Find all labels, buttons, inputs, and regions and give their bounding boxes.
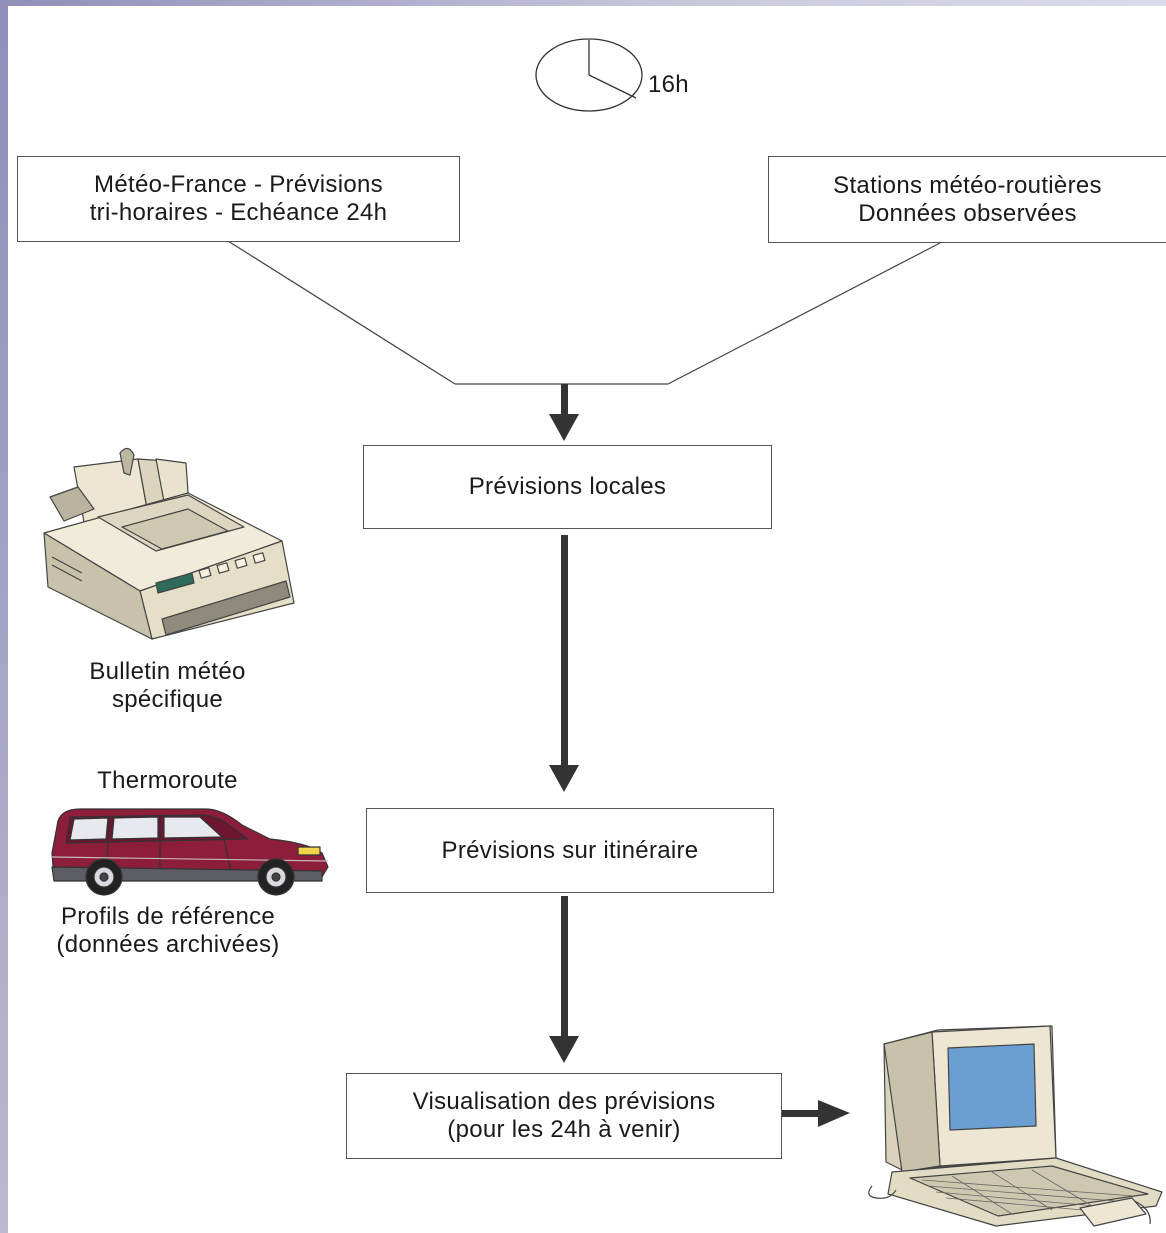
route-forecast-box: Prévisions sur itinéraire xyxy=(366,808,774,893)
stations-line2: Données observées xyxy=(858,199,1077,227)
connector-stations xyxy=(667,242,941,385)
stations-line1: Stations météo-routières xyxy=(833,171,1102,199)
meteo-france-box: Météo-France - Prévisions tri-horaires -… xyxy=(17,156,460,242)
connector-meteo-france xyxy=(227,240,456,385)
car-icon xyxy=(51,808,329,896)
arrow-to-local-forecast xyxy=(549,384,579,441)
top-frame-border xyxy=(0,0,1166,6)
local-forecast-box: Prévisions locales xyxy=(363,445,772,529)
bulletin-caption: Bulletin météo spécifique xyxy=(40,658,295,714)
clock-icon xyxy=(535,38,643,112)
thermoroute-line2: (données archivées) xyxy=(56,931,280,958)
arrow-to-computer xyxy=(782,1100,850,1127)
left-frame-border xyxy=(0,0,8,1233)
visualisation-line1: Visualisation des prévisions xyxy=(412,1088,716,1115)
bulletin-line1: Bulletin météo xyxy=(89,658,246,685)
arrow-to-route-forecast xyxy=(549,535,579,792)
thermoroute-title: Thermoroute xyxy=(97,767,238,794)
stations-box: Stations météo-routières Données observé… xyxy=(768,156,1166,243)
arrow-to-visualisation xyxy=(549,896,579,1063)
clock-time-label: 16h xyxy=(648,71,689,98)
thermoroute-line1: Profils de référence xyxy=(60,903,276,930)
meteo-france-line2: tri-horaires - Echéance 24h xyxy=(89,199,388,226)
meteo-france-line1: Météo-France - Prévisions xyxy=(94,171,383,198)
thermoroute-caption: Profils de référence (données archivées) xyxy=(18,903,318,959)
local-forecast-label: Prévisions locales xyxy=(468,473,667,500)
computer-icon xyxy=(868,1025,1163,1227)
printer-icon xyxy=(43,447,295,640)
route-forecast-label: Prévisions sur itinéraire xyxy=(441,836,699,864)
bulletin-line2: spécifique xyxy=(111,686,224,713)
visualisation-box: Visualisation des prévisions (pour les 2… xyxy=(346,1073,782,1159)
visualisation-line2: (pour les 24h à venir) xyxy=(447,1116,681,1143)
